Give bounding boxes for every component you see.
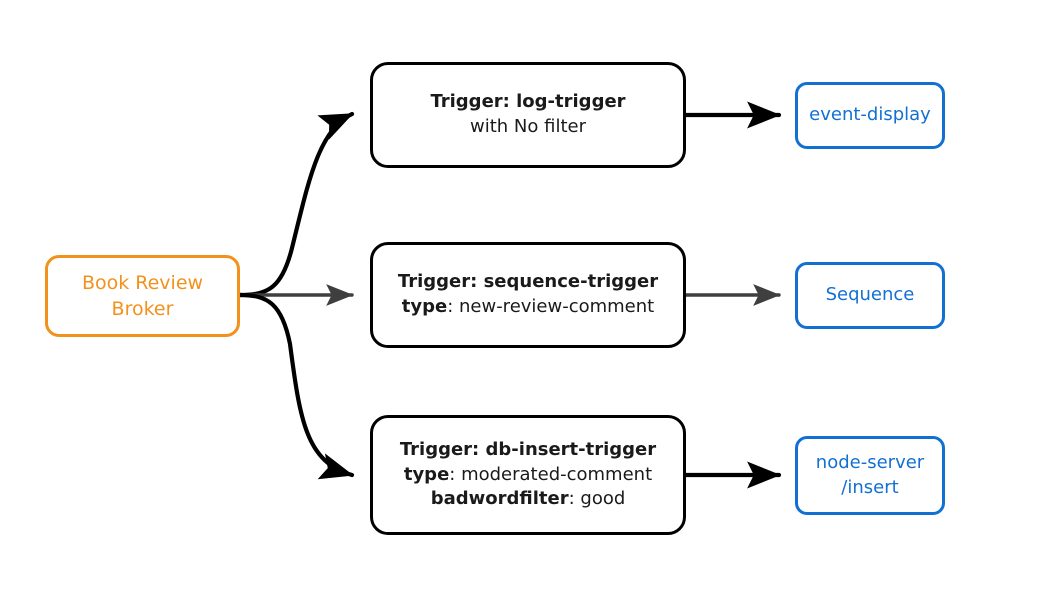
filter-value: new-review-comment bbox=[458, 296, 655, 317]
trigger-filter-type: type: new-review-comment bbox=[402, 295, 654, 320]
filter-key: type bbox=[401, 296, 448, 317]
node-book-review-broker[interactable]: Book Review Broker bbox=[45, 255, 240, 337]
broker-label-line1: Book Review bbox=[81, 271, 204, 294]
filter-separator: : bbox=[449, 463, 462, 485]
broker-label-line2: Broker bbox=[111, 298, 174, 320]
filter-key: type bbox=[403, 463, 450, 485]
trigger-title-label: Trigger: bbox=[399, 438, 480, 460]
edge-broker-to-db-insert-trigger bbox=[237, 292, 355, 480]
filter-key: badwordfilter bbox=[430, 488, 569, 510]
trigger-title-value: sequence-trigger bbox=[483, 271, 659, 293]
endpoint-label-line1: Sequence bbox=[825, 284, 915, 306]
endpoint-label-line2: /insert bbox=[841, 476, 899, 498]
trigger-filter-type: type: moderated-comment bbox=[404, 463, 652, 488]
filter-separator: : bbox=[447, 296, 459, 317]
trigger-title-log-trigger: Trigger: log-trigger bbox=[430, 90, 625, 115]
filter-value: moderated-comment bbox=[461, 463, 653, 485]
filter-value: good bbox=[580, 488, 626, 510]
endpoint-label-line1: event-display bbox=[809, 104, 931, 126]
trigger-title-value: log-trigger bbox=[516, 91, 626, 113]
trigger-title-db-insert-trigger: Trigger: db-insert-trigger bbox=[400, 438, 656, 463]
trigger-title-value: db-insert-trigger bbox=[485, 438, 657, 460]
node-endpoint-sequence[interactable]: Sequence bbox=[795, 262, 945, 329]
edge-broker-to-log-trigger bbox=[237, 111, 355, 298]
node-trigger-log-trigger[interactable]: Trigger: log-trigger with No filter bbox=[370, 62, 686, 168]
node-endpoint-event-display[interactable]: event-display bbox=[795, 82, 945, 149]
node-endpoint-node-server-insert[interactable]: node-server /insert bbox=[795, 436, 945, 515]
trigger-detail-log-trigger: with No filter bbox=[470, 116, 586, 137]
trigger-title-label: Trigger: bbox=[397, 271, 478, 293]
trigger-title-label: Trigger: bbox=[430, 91, 510, 113]
trigger-filter-badwordfilter: badwordfilter: good bbox=[431, 487, 626, 512]
node-trigger-db-insert-trigger[interactable]: Trigger: db-insert-trigger type: moderat… bbox=[370, 415, 686, 535]
node-trigger-sequence-trigger[interactable]: Trigger: sequence-trigger type: new-revi… bbox=[370, 242, 686, 348]
endpoint-label-line1: node-server bbox=[815, 451, 925, 473]
filter-separator: : bbox=[568, 488, 581, 510]
trigger-title-sequence-trigger: Trigger: sequence-trigger bbox=[398, 270, 658, 295]
